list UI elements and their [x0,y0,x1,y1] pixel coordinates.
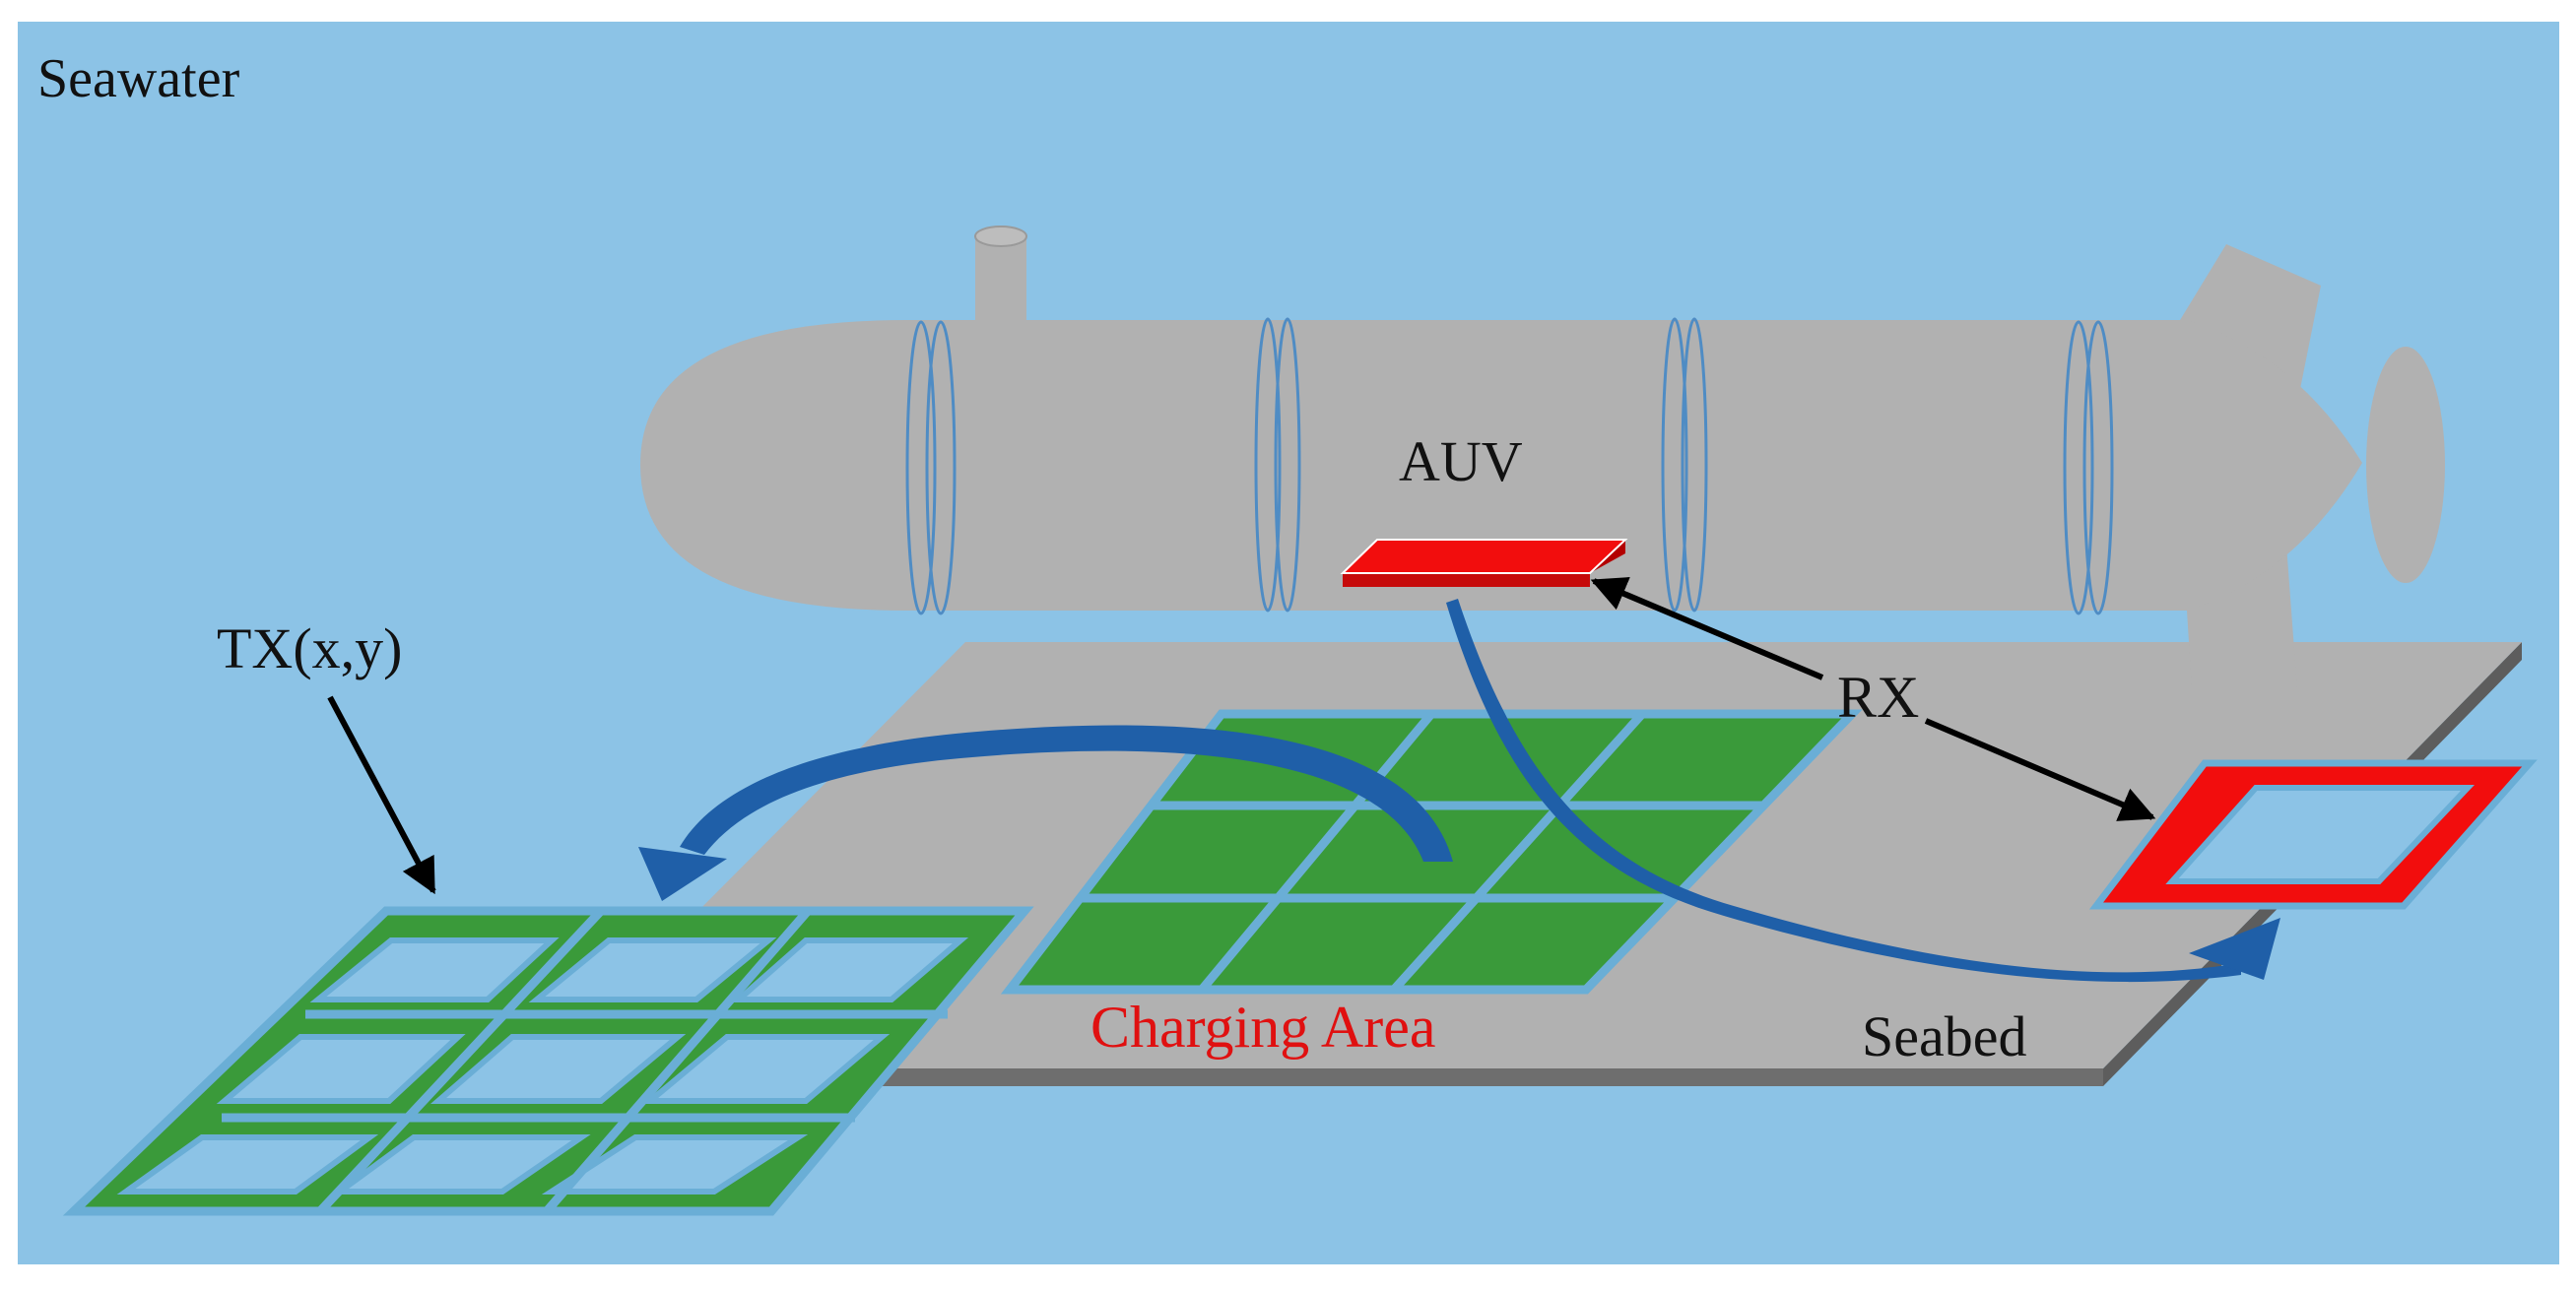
flow-arrows [638,599,2280,983]
seawater-label: Seawater [37,48,240,109]
tx-coil-holes [116,937,969,1194]
rx-pointer-arrow-auv [1590,577,1824,680]
auv-label: AUV [1399,429,1523,493]
receiver-plate-auv [1340,539,1628,587]
tx-coil-array [62,906,1034,1216]
rx-label: RX [1837,665,1919,730]
rx-pointer-arrow-seabed [1924,718,2156,821]
pointer-arrows [327,577,2156,895]
auv-body [640,226,2445,689]
tx-pointer-arrow [327,695,436,895]
rx-coil-seabed [2088,759,2538,910]
seabed-label: Seabed [1862,1004,2027,1068]
tx-label: TX(x,y) [217,616,402,680]
flow-arrow-charging-to-tx [680,725,1453,862]
charging-area-label: Charging Area [1090,995,1435,1060]
